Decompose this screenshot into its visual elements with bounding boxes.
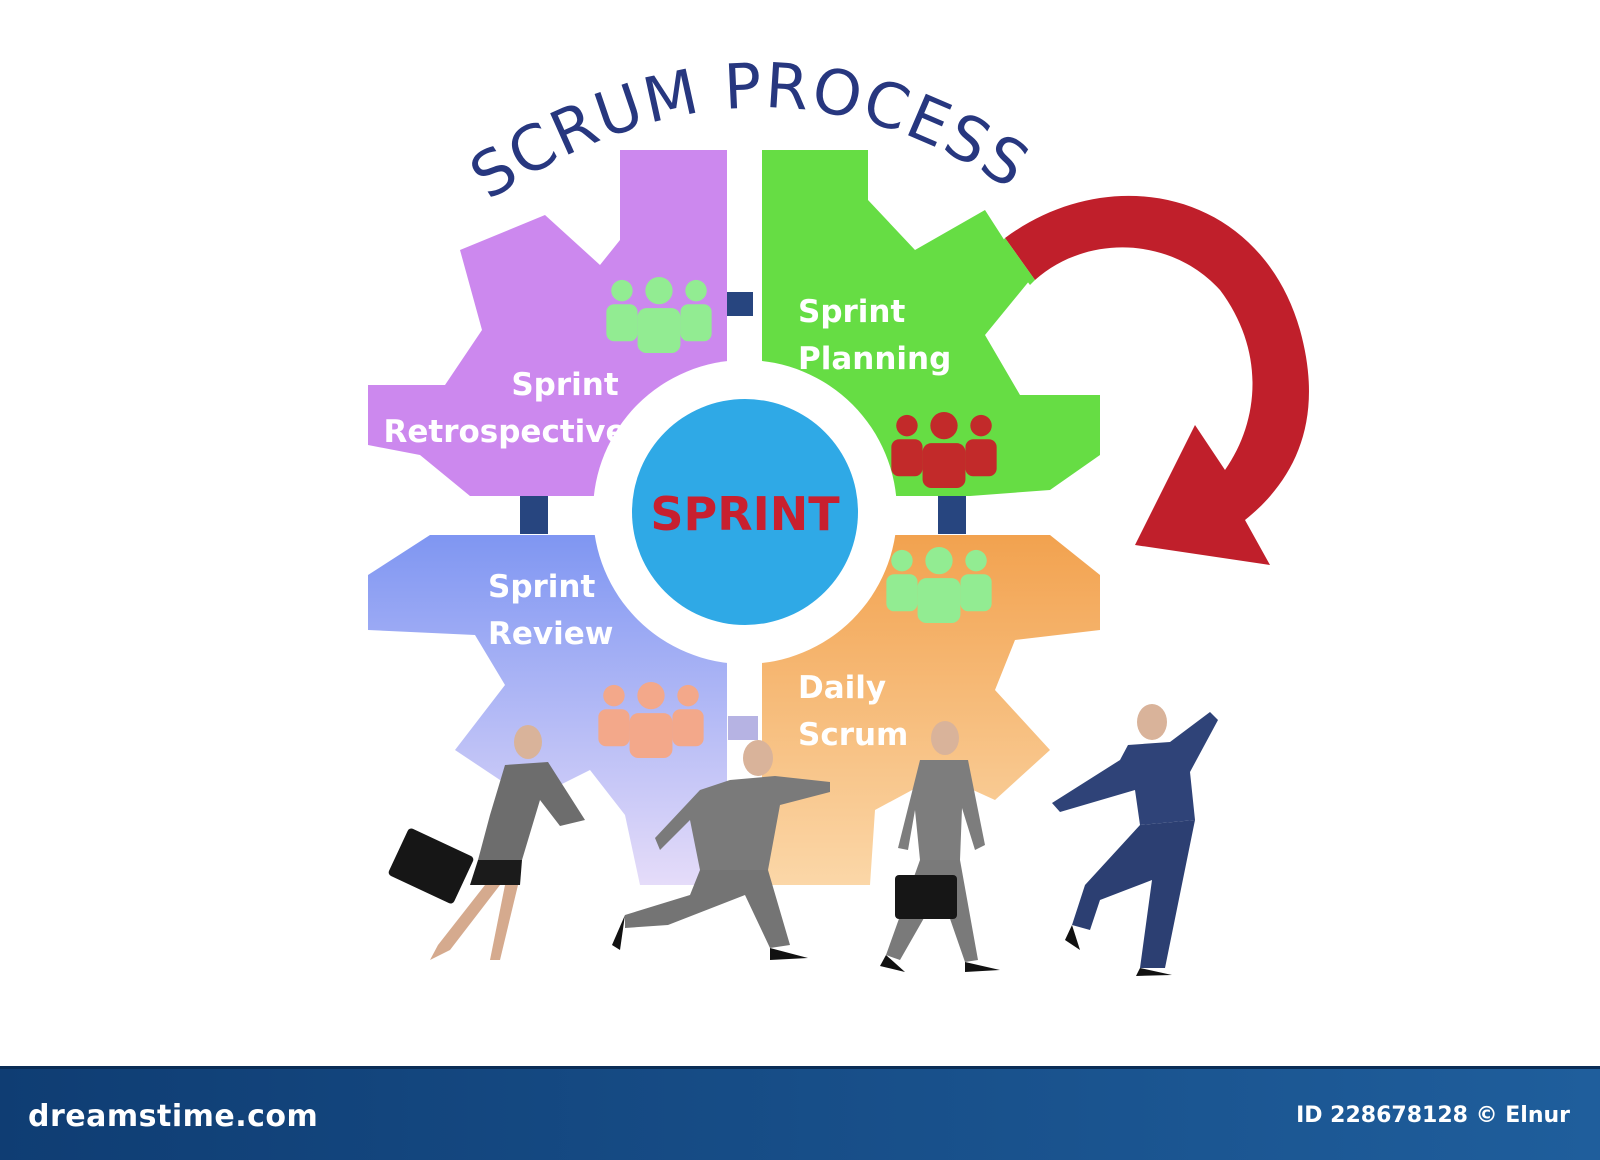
cycle-arrow-tail [1000,238,1035,285]
sprint-center-circle [632,399,858,625]
connector-right [938,496,966,534]
sprint-center-label: SPRINT [650,487,840,541]
connector-left [520,496,548,534]
businessman-walking-figure [880,721,1000,972]
stage-label-review-line2: Review [488,616,613,652]
connector-bottom [728,716,758,740]
businessman-running-figure [612,740,830,960]
stage-label-daily-line1: Daily [798,670,886,706]
footer-bar: dreamstime.com ID 228678128 © Elnur [0,1066,1600,1160]
stage-label-retrospective-line2: Retrospective [383,414,626,450]
stage-label-review-line1: Sprint [488,569,596,605]
diagram-title: SCRUM PROCESS [457,49,1042,214]
stage-label-planning-line2: Planning [798,341,951,377]
stage-label-daily-line2: Scrum [798,717,908,753]
diagram-canvas: SCRUM PROCESS SPRINT Sprint Retrospectiv… [368,49,1309,976]
businessman-cheering-figure [1052,704,1218,976]
stage-label-planning-line1: Sprint [798,294,906,330]
businesswoman-figure [388,725,585,960]
cycle-arrow-icon [1005,195,1309,566]
gear-segment-review [368,535,727,885]
footer-image-id: ID 228678128 © Elnur [1296,1103,1570,1128]
stage-label-retrospective-line1: Sprint [511,367,619,403]
footer-brand: dreamstime.com [28,1099,319,1134]
